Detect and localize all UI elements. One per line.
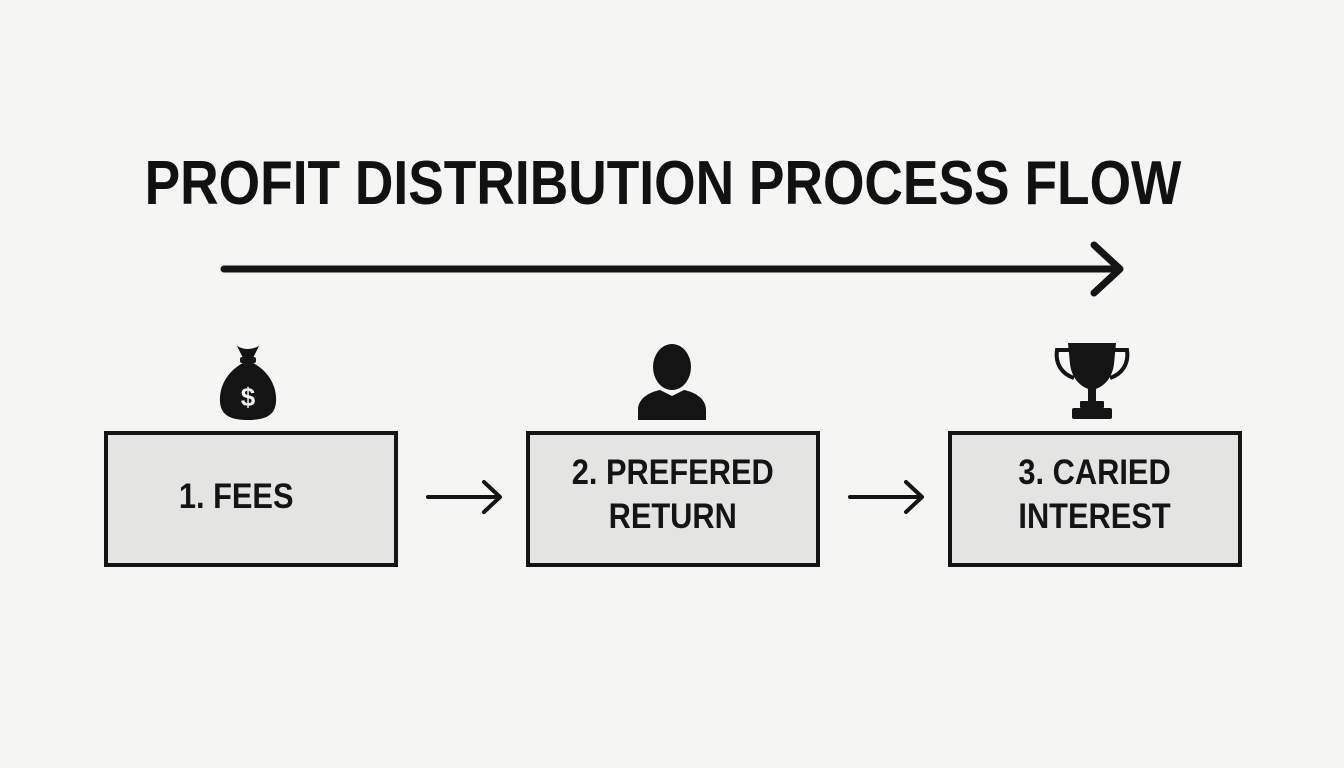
step-box-caried-interest: 3. CARIED INTEREST (948, 431, 1242, 567)
connector-arrow-1 (426, 480, 502, 514)
process-direction-arrow (220, 241, 1124, 297)
step-label-caried-interest: 3. CARIED INTEREST (1019, 451, 1171, 539)
diagram-title: PROFIT DISTRIBUTION PROCESS FLOW (144, 149, 1182, 218)
step-1-line-1: 1. FEES (178, 477, 294, 516)
connector-arrow-2 (848, 480, 924, 514)
step-label-fees: 1. FEES (179, 475, 294, 519)
trophy-icon (1054, 343, 1130, 419)
step-2-line-2: RETURN (608, 497, 738, 536)
dollar-sign: $ (241, 382, 256, 412)
step-3-line-2: INTEREST (1018, 497, 1172, 536)
person-icon (638, 344, 706, 420)
step-label-prefered-return: 2. PREFERED RETURN (572, 451, 774, 539)
money-bag-icon: $ (219, 346, 277, 420)
step-box-fees: 1. FEES (104, 431, 398, 567)
step-box-prefered-return: 2. PREFERED RETURN (526, 431, 820, 567)
step-2-line-1: 2. PREFERED (572, 453, 774, 492)
step-3-line-1: 3. CARIED (1018, 453, 1172, 492)
